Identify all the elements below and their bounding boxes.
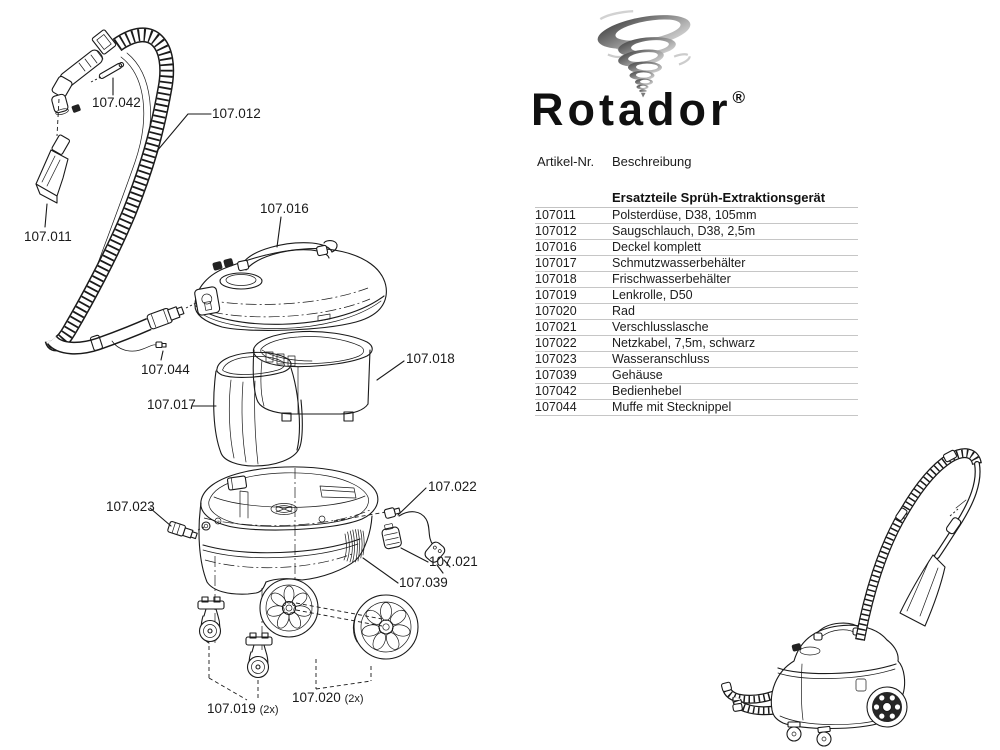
power-cable-drawing xyxy=(333,487,451,574)
callout-107019-number: 107.019 xyxy=(207,701,256,716)
column-header-artikel-nr: Artikel-Nr. xyxy=(537,154,595,169)
table-row: 107021 Verschlusslasche xyxy=(535,320,858,336)
artikel-nr-cell: 107016 xyxy=(535,240,577,254)
water-connector-drawing xyxy=(149,507,205,540)
callout-107018: 107.018 xyxy=(406,351,455,366)
assembled-product-thumbnail xyxy=(721,450,978,747)
beschreibung-cell: Muffe mit Stecknippel xyxy=(612,400,732,414)
table-row: 107011 Polsterdüse, D38, 105mm xyxy=(535,208,858,224)
table-row: 107022 Netzkabel, 7,5m, schwarz xyxy=(535,336,858,352)
upholstery-nozzle-drawing xyxy=(35,134,71,228)
brand-logo-text: Rotador® xyxy=(531,84,746,135)
beschreibung-cell: Deckel komplett xyxy=(612,240,701,254)
table-row: 107016 Deckel komplett xyxy=(535,240,858,256)
beschreibung-cell: Netzkabel, 7,5m, schwarz xyxy=(612,336,756,350)
artikel-nr-cell: 107044 xyxy=(535,400,577,414)
construction-lines xyxy=(208,646,372,701)
callout-107016: 107.016 xyxy=(260,201,309,216)
artikel-nr-cell: 107018 xyxy=(535,272,577,286)
beschreibung-cell: Rad xyxy=(612,304,635,318)
callout-107039: 107.039 xyxy=(399,575,448,590)
beschreibung-cell: Frischwasserbehälter xyxy=(612,272,731,286)
artikel-nr-cell: 107022 xyxy=(535,336,577,350)
callout-107011: 107.011 xyxy=(24,229,72,244)
table-row: 107044 Muffe mit Stecknippel xyxy=(535,400,858,416)
beschreibung-cell: Verschlusslasche xyxy=(612,320,709,334)
artikel-nr-cell: 107020 xyxy=(535,304,577,318)
table-section-title: Ersatzteile Sprüh-Extraktionsgerät xyxy=(612,190,826,205)
dirty-water-tank-drawing xyxy=(191,351,303,467)
table-row: 107023 Wasseranschluss xyxy=(535,352,858,368)
artikel-nr-cell: 107023 xyxy=(535,352,577,366)
latch-drawing xyxy=(381,523,429,563)
beschreibung-cell: Bedienhebel xyxy=(612,384,682,398)
callout-107019: 107.019 (2x) xyxy=(207,702,279,717)
handle-assembly-drawing xyxy=(51,29,117,137)
callout-107021: 107.021 xyxy=(429,554,478,569)
callout-107042: 107.042 xyxy=(92,95,141,110)
control-lever-drawing xyxy=(90,61,125,96)
wheels-drawing xyxy=(259,578,419,660)
table-row: 107018 Frischwasserbehälter xyxy=(535,272,858,288)
callout-107044: 107.044 xyxy=(141,362,190,377)
callout-107020-number: 107.020 xyxy=(292,690,341,705)
beschreibung-cell: Lenkrolle, D50 xyxy=(612,288,693,302)
hose-coupling-drawing xyxy=(111,302,197,361)
beschreibung-cell: Polsterdüse, D38, 105mm xyxy=(612,208,757,222)
fresh-water-tank-drawing xyxy=(252,330,405,422)
column-header-beschreibung: Beschreibung xyxy=(612,154,692,169)
table-row: 107019 Lenkrolle, D50 xyxy=(535,288,858,304)
table-row: 107020 Rad xyxy=(535,304,858,320)
callout-107019-qty: (2x) xyxy=(259,704,279,716)
lid-drawing xyxy=(194,216,387,331)
beschreibung-cell: Gehäuse xyxy=(612,368,663,382)
registered-trademark-symbol: ® xyxy=(732,88,746,107)
table-row: 107042 Bedienhebel xyxy=(535,384,858,400)
beschreibung-cell: Schmutzwasserbehälter xyxy=(612,256,746,270)
suction-hose-drawing xyxy=(52,35,167,351)
callout-107017: 107.017 xyxy=(147,397,196,412)
housing-drawing xyxy=(198,466,399,650)
parts-table: 107011 Polsterdüse, D38, 105mm 107012 Saug… xyxy=(535,207,858,416)
artikel-nr-cell: 107039 xyxy=(535,368,577,382)
artikel-nr-cell: 107011 xyxy=(535,208,576,222)
callout-107022: 107.022 xyxy=(428,479,477,494)
artikel-nr-cell: 107019 xyxy=(535,288,577,302)
table-row: 107039 Gehäuse xyxy=(535,368,858,384)
table-row: 107012 Saugschlauch, D38, 2,5m xyxy=(535,224,858,240)
callout-107020: 107.020 (2x) xyxy=(292,691,364,706)
beschreibung-cell: Saugschlauch, D38, 2,5m xyxy=(612,224,756,238)
leader-lines xyxy=(156,113,212,152)
caster-wheels-drawing xyxy=(197,596,273,679)
artikel-nr-cell: 107021 xyxy=(535,320,577,334)
artikel-nr-cell: 107017 xyxy=(535,256,577,270)
artikel-nr-cell: 107012 xyxy=(535,224,577,238)
callout-107023: 107.023 xyxy=(106,499,155,514)
callout-107012: 107.012 xyxy=(212,106,261,121)
artikel-nr-cell: 107042 xyxy=(535,384,577,398)
brand-name: Rotador xyxy=(531,84,732,135)
table-row: 107017 Schmutzwasserbehälter xyxy=(535,256,858,272)
callout-107020-qty: (2x) xyxy=(344,693,364,705)
beschreibung-cell: Wasseranschluss xyxy=(612,352,710,366)
